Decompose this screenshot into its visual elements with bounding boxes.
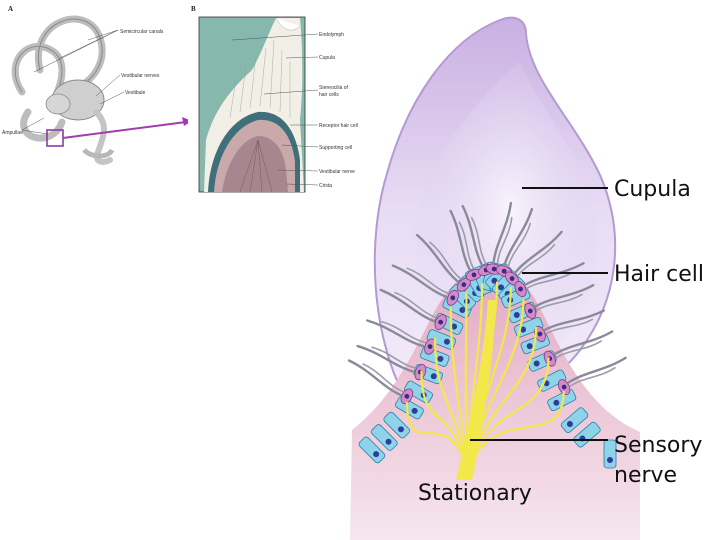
label-stationary: Stationary [418, 481, 532, 506]
label-supporting-cell: Supporting cell [319, 145, 352, 151]
panel-b-crista: B Endolymph Cupula [188, 0, 370, 195]
label-ampullae: Ampullae [2, 130, 23, 136]
label-stereocilia-line2: hair cells [319, 92, 339, 98]
panel-a-labyrinth: A Semicircular canals Vestib [0, 0, 188, 195]
label-sensory-line2: nerve [614, 463, 677, 488]
label-cupula-small: Cupula [319, 55, 335, 61]
label-cupula: Cupula [614, 177, 691, 202]
label-vestibule: Vestibule [125, 90, 146, 96]
panel-a-letter: A [8, 5, 13, 13]
label-receptor-hair-cell: Receptor hair cell [319, 123, 358, 129]
label-endolymph: Endolymph [319, 32, 344, 38]
label-sensory-line1: Sensory [614, 433, 702, 458]
label-crista: Crista [319, 183, 332, 189]
main-ampulla-diagram: Cupula Hair cell Sensory nerve Stationar… [344, 18, 704, 540]
label-stereocilia-line1: Stereocilia of [319, 85, 349, 91]
label-vestibular-nerve: Vestibular nerve [319, 169, 355, 175]
panel-b-letter: B [191, 5, 196, 13]
label-hair-cell: Hair cell [614, 262, 704, 287]
label-vestibular-nerves: Vestibular nerves [121, 73, 160, 79]
label-semicircular-canals: Semicircular canals [120, 29, 164, 35]
